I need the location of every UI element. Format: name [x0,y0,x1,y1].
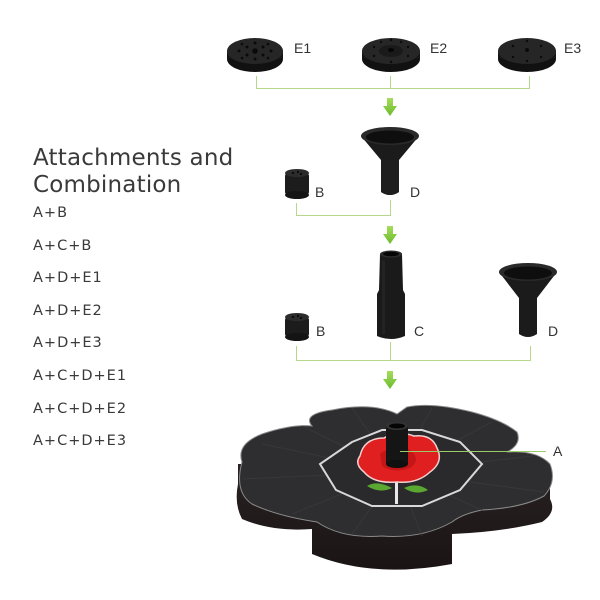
connector-line [390,76,391,88]
nozzle-disc-e2-icon [362,38,420,72]
connector-line [390,200,391,215]
combination-item: A+B [33,205,69,221]
connector-line [296,360,531,361]
solar-fountain-base-icon [236,404,553,570]
combination-item: A+D+E1 [33,270,103,287]
label-b-mid: B [316,323,326,339]
title-line-1: Attachments and [33,145,234,171]
combination-item: A+C+B [33,237,93,254]
connector-line [529,76,530,88]
label-c-mid: C [414,323,425,339]
label-e2: E2 [430,40,448,56]
diagram-title: Attachments and Combination [33,145,233,199]
combination-item: A+C+D+E1 [33,367,128,384]
funnel-nozzle-d-icon [499,263,557,337]
label-e3: E3 [564,40,582,56]
down-arrow-icon [383,98,397,116]
label-a: A [553,443,563,459]
connector-line [256,88,530,89]
connector-line [530,346,531,360]
nozzle-disc-e1-icon [227,38,283,72]
title-line-2: Combination [33,172,182,198]
label-e1: E1 [294,40,312,56]
funnel-nozzle-d-icon [361,127,419,195]
label-a-pointer-line [400,451,546,452]
connector-line [296,346,297,360]
label-b-top: B [315,184,325,200]
label-d-mid: D [548,323,559,339]
short-nozzle-b-icon [285,313,309,341]
combination-item: A+D+E3 [33,335,103,352]
connector-line [296,203,297,215]
connector-line [256,76,257,88]
nozzle-disc-e3-icon [498,38,556,72]
down-arrow-icon [383,371,397,389]
connector-line [390,342,391,360]
extension-tube-c-icon [377,250,405,339]
combination-item: A+C+D+E2 [33,400,128,417]
combination-item: A+D+E2 [33,302,103,319]
down-arrow-icon [383,226,397,244]
combination-item: A+C+D+E3 [33,433,128,450]
combination-list: A+B A+C+B A+D+E1 A+D+E2 A+D+E3 A+C+D+E1 … [33,203,127,464]
short-nozzle-b-icon [285,169,309,199]
connector-line [296,215,391,216]
label-d-top: D [410,184,421,200]
